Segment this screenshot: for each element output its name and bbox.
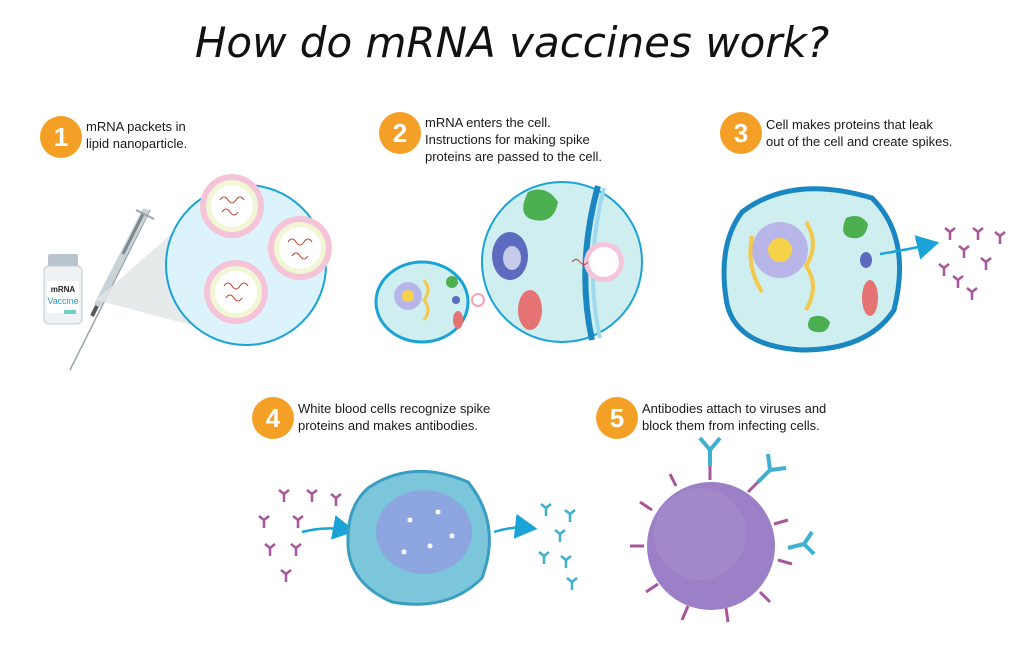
antibody-group — [539, 504, 577, 590]
white-blood-cell-icon — [348, 471, 489, 604]
cell-icon — [376, 262, 468, 342]
virus-icon — [630, 466, 792, 622]
antibody-icon — [788, 532, 814, 554]
lipid-nanoparticle-icon — [200, 174, 264, 238]
lipid-nanoparticle-icon — [204, 260, 268, 324]
spike-protein-group — [259, 490, 341, 582]
vial-label-line-2: Vaccine — [47, 296, 78, 306]
antibody-icon — [758, 454, 786, 482]
vial-label-line-1: mRNA — [51, 285, 76, 294]
spike-protein-group — [939, 228, 1005, 300]
vaccine-vial-icon: mRNA Vaccine — [44, 254, 82, 324]
antibody-icon — [700, 438, 720, 466]
arrow-icon — [494, 528, 530, 533]
lipid-nanoparticle-icon — [268, 216, 332, 280]
cell-membrane-magnified — [482, 182, 642, 342]
lipid-nanoparticle-magnified — [166, 174, 332, 345]
cell-icon — [724, 189, 900, 350]
arrow-icon — [302, 528, 348, 532]
